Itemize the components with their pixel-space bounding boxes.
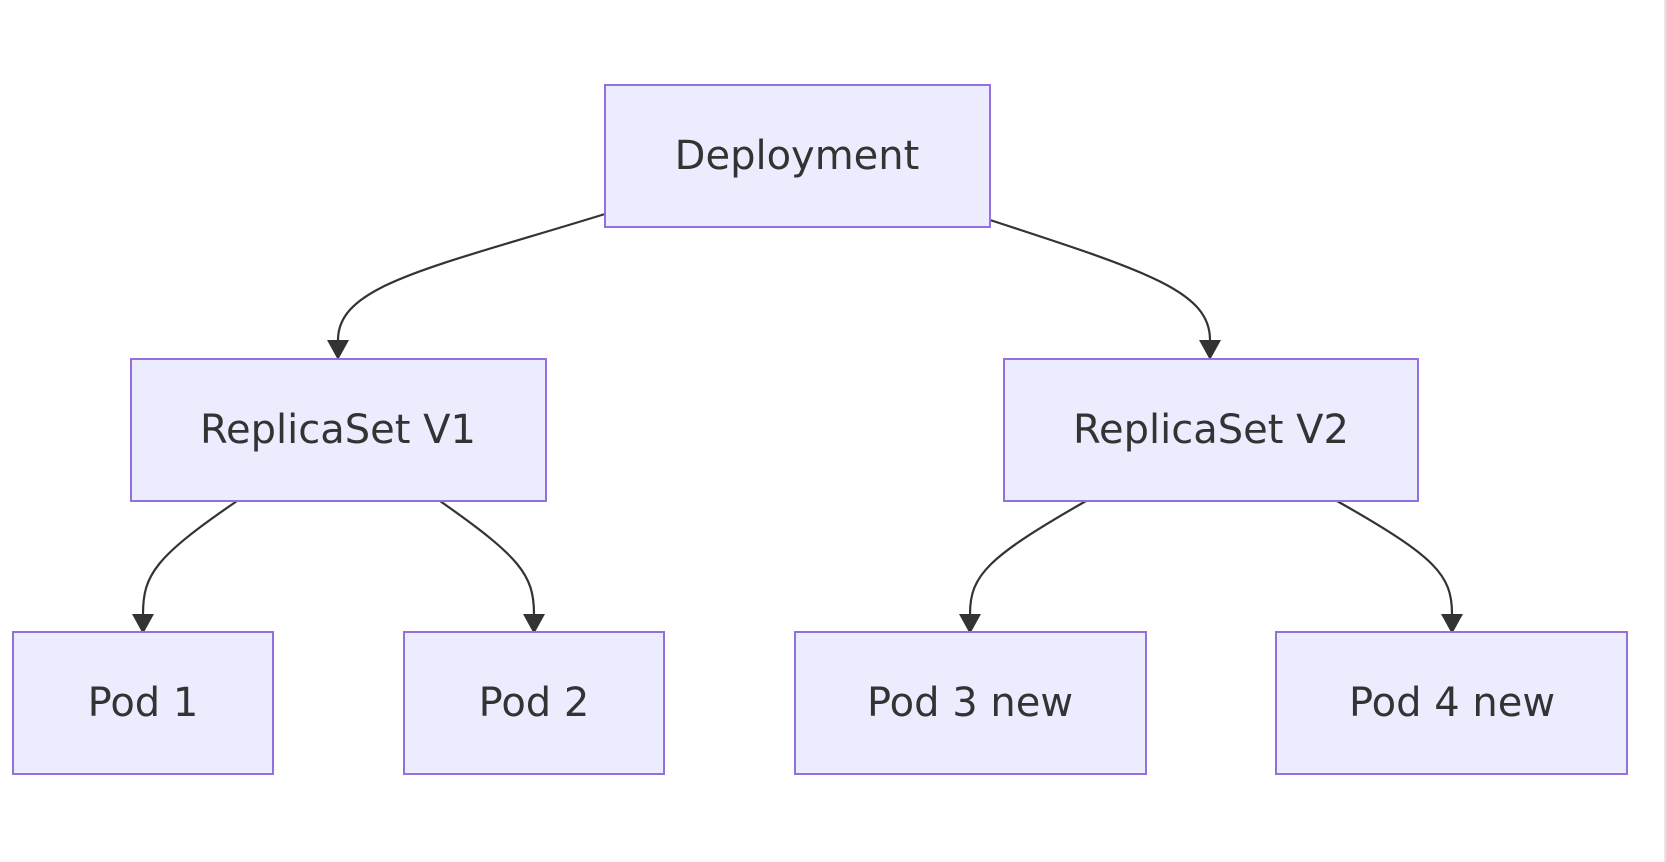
node-deployment[interactable]: Deployment — [604, 84, 991, 228]
nodes: Deployment ReplicaSet V1 ReplicaSet V2 P… — [12, 84, 1628, 775]
node-pod-4-new-label: Pod 4 new — [1349, 680, 1555, 726]
node-pod-3-new-label: Pod 3 new — [867, 680, 1073, 726]
node-pod-3-new[interactable]: Pod 3 new — [794, 631, 1147, 775]
edges — [132, 212, 1463, 634]
node-deployment-label: Deployment — [675, 133, 920, 179]
node-pod-2[interactable]: Pod 2 — [403, 631, 665, 775]
node-pod-4-new[interactable]: Pod 4 new — [1275, 631, 1628, 775]
node-pod-2-label: Pod 2 — [479, 680, 590, 726]
edge-rs1-pod1 — [132, 500, 238, 634]
node-replicaset-v1[interactable]: ReplicaSet V1 — [130, 358, 547, 502]
node-replicaset-v1-label: ReplicaSet V1 — [200, 407, 476, 453]
node-pod-1[interactable]: Pod 1 — [12, 631, 274, 775]
node-replicaset-v2[interactable]: ReplicaSet V2 — [1003, 358, 1419, 502]
edge-deployment-rs2 — [989, 218, 1221, 360]
node-pod-1-label: Pod 1 — [88, 680, 199, 726]
right-border — [1664, 0, 1666, 862]
edge-deployment-rs1 — [327, 212, 606, 360]
edge-rs2-pod4 — [1336, 500, 1463, 634]
node-replicaset-v2-label: ReplicaSet V2 — [1073, 407, 1349, 453]
edge-rs1-pod2 — [439, 500, 545, 634]
edge-rs2-pod3 — [959, 500, 1087, 634]
